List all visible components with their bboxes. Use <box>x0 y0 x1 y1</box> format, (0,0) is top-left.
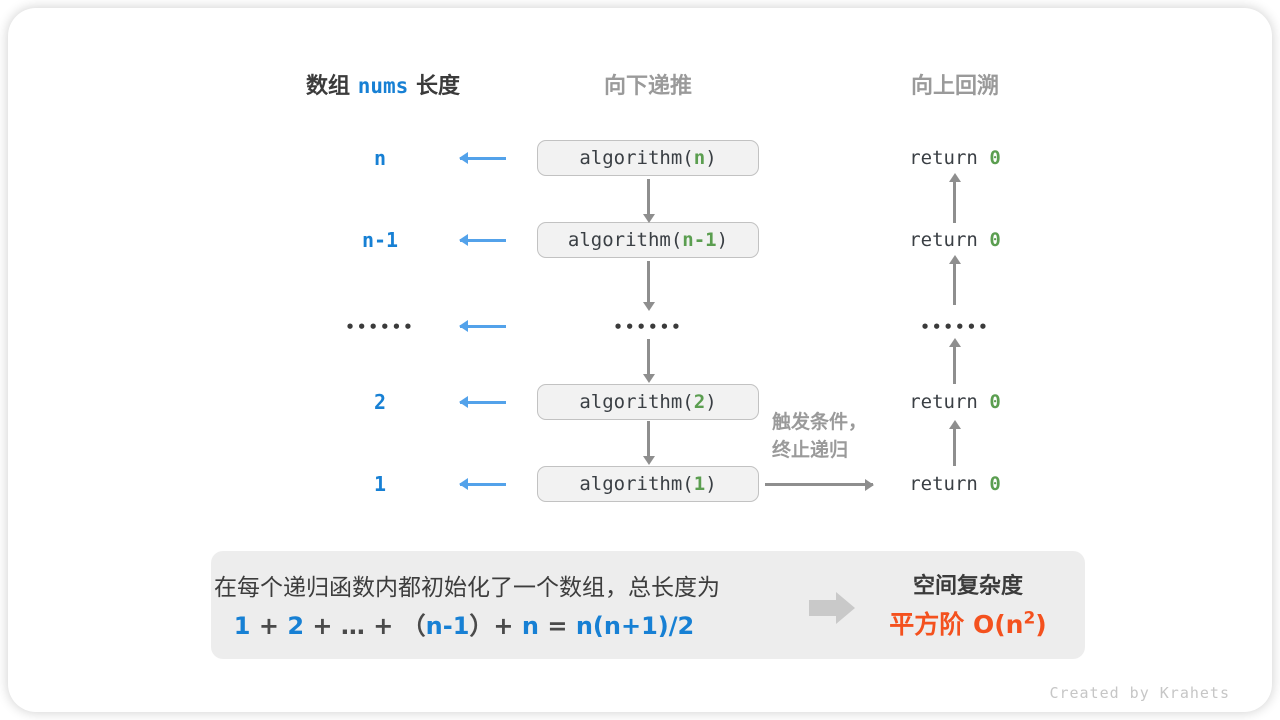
call-box-algorithm-n: algorithm(n) <box>537 140 759 176</box>
return-keyword: return <box>909 391 990 413</box>
formula-token: n <box>521 612 539 640</box>
summary-formula: 1 + 2 + … + （n-1）+ n = n(n+1)/2 <box>214 606 714 641</box>
space-complexity-result: 平方阶 O(n2) <box>858 605 1078 641</box>
header-array-length: 数组 nums 长度 <box>288 68 478 100</box>
return-keyword: return <box>909 473 990 495</box>
length-arrow-icon <box>460 401 506 404</box>
label-n-1: n-1 <box>361 228 399 252</box>
return-value: 0 <box>989 147 1001 169</box>
formula-token: + （ <box>364 612 426 640</box>
formula-token: 1 <box>233 612 251 640</box>
label-2: 2 <box>373 390 387 414</box>
label-1: 1 <box>373 472 387 496</box>
return-statement: return 0 <box>865 147 1045 169</box>
call-suffix: ) <box>705 473 717 495</box>
call-suffix: ) <box>705 147 717 169</box>
backtrack-up-arrow-icon <box>953 181 956 223</box>
formula-token: ）+ <box>469 612 522 640</box>
length-arrow-icon <box>460 157 506 160</box>
call-prefix: algorithm( <box>579 391 694 413</box>
formula-token: … <box>340 612 365 640</box>
diagram-card: 数组 nums 长度 向下递推 向上回溯 n n-1 •••••• 2 1 al… <box>8 8 1272 712</box>
label-n: n <box>373 146 387 170</box>
credit-text: Created by Krahets <box>1049 684 1230 702</box>
backtrack-up-arrow-icon <box>953 263 956 305</box>
header-array-length-pre: 数组 <box>306 74 358 99</box>
base-case-arrow-icon <box>765 483 873 486</box>
result-block-arrow-icon <box>809 600 836 616</box>
header-backtrack-up: 向上回溯 <box>910 74 999 99</box>
return-keyword: return <box>909 229 990 251</box>
result-block-arrow-head-icon <box>836 592 855 624</box>
call-suffix: ) <box>716 229 729 251</box>
space-complexity-title: 空间复杂度 <box>912 574 1023 599</box>
call-box-algorithm-2: algorithm(2) <box>537 384 759 420</box>
base-case-note-line1: 触发条件， <box>772 411 868 433</box>
recurse-down-arrow-icon <box>647 339 650 375</box>
base-case-note: 触发条件， 终止递归 <box>772 408 867 464</box>
return-value: 0 <box>989 391 1001 413</box>
call-box-algorithm-1: algorithm(1) <box>537 466 759 502</box>
header-recurse-down: 向下递推 <box>603 74 692 99</box>
formula-token: + <box>304 612 341 640</box>
label-ellipsis: •••••• <box>345 318 415 336</box>
formula-token: + <box>250 612 288 640</box>
return-statement: return 0 <box>865 391 1045 413</box>
length-arrow-icon <box>460 239 506 242</box>
header-array-length-post: 长度 <box>408 74 460 99</box>
return-value: 0 <box>989 229 1001 251</box>
return-statement: return 0 <box>865 229 1045 251</box>
call-box-algorithm-n-1: algorithm(n-1) <box>537 222 759 258</box>
call-ellipsis: •••••• <box>613 318 683 336</box>
formula-token: n(n+1)/2 <box>575 612 695 640</box>
formula-token: 2 <box>287 612 305 640</box>
return-keyword: return <box>909 147 990 169</box>
call-prefix: algorithm( <box>579 473 694 495</box>
header-nums-code: nums <box>357 74 409 98</box>
recurse-down-arrow-icon <box>647 421 650 457</box>
base-case-note-line2: 终止递归 <box>772 439 849 461</box>
return-value: 0 <box>989 473 1001 495</box>
formula-token: n-1 <box>425 612 470 640</box>
return-statement: return 0 <box>865 473 1045 495</box>
call-prefix: algorithm( <box>579 147 694 169</box>
result-post: ) <box>1035 610 1047 639</box>
summary-text: 在每个递归函数内都初始化了一个数组，总长度为 <box>214 575 720 601</box>
recurse-down-arrow-icon <box>647 261 650 303</box>
call-suffix: ) <box>705 391 717 413</box>
result-sup: 2 <box>1023 608 1036 629</box>
backtrack-up-arrow-icon <box>953 428 956 466</box>
result-pre: 平方阶 O(n <box>889 610 1024 639</box>
call-prefix: algorithm( <box>567 229 683 251</box>
summary-panel <box>211 551 1085 659</box>
call-arg: 2 <box>693 391 706 413</box>
length-arrow-icon <box>460 483 506 486</box>
call-arg: 1 <box>693 473 706 495</box>
recurse-down-arrow-icon <box>647 179 650 215</box>
call-arg: n-1 <box>682 229 717 251</box>
formula-token: = <box>538 612 576 640</box>
length-arrow-icon <box>460 325 506 328</box>
return-ellipsis: •••••• <box>920 318 990 336</box>
call-arg: n <box>693 147 706 169</box>
backtrack-up-arrow-icon <box>953 346 956 384</box>
